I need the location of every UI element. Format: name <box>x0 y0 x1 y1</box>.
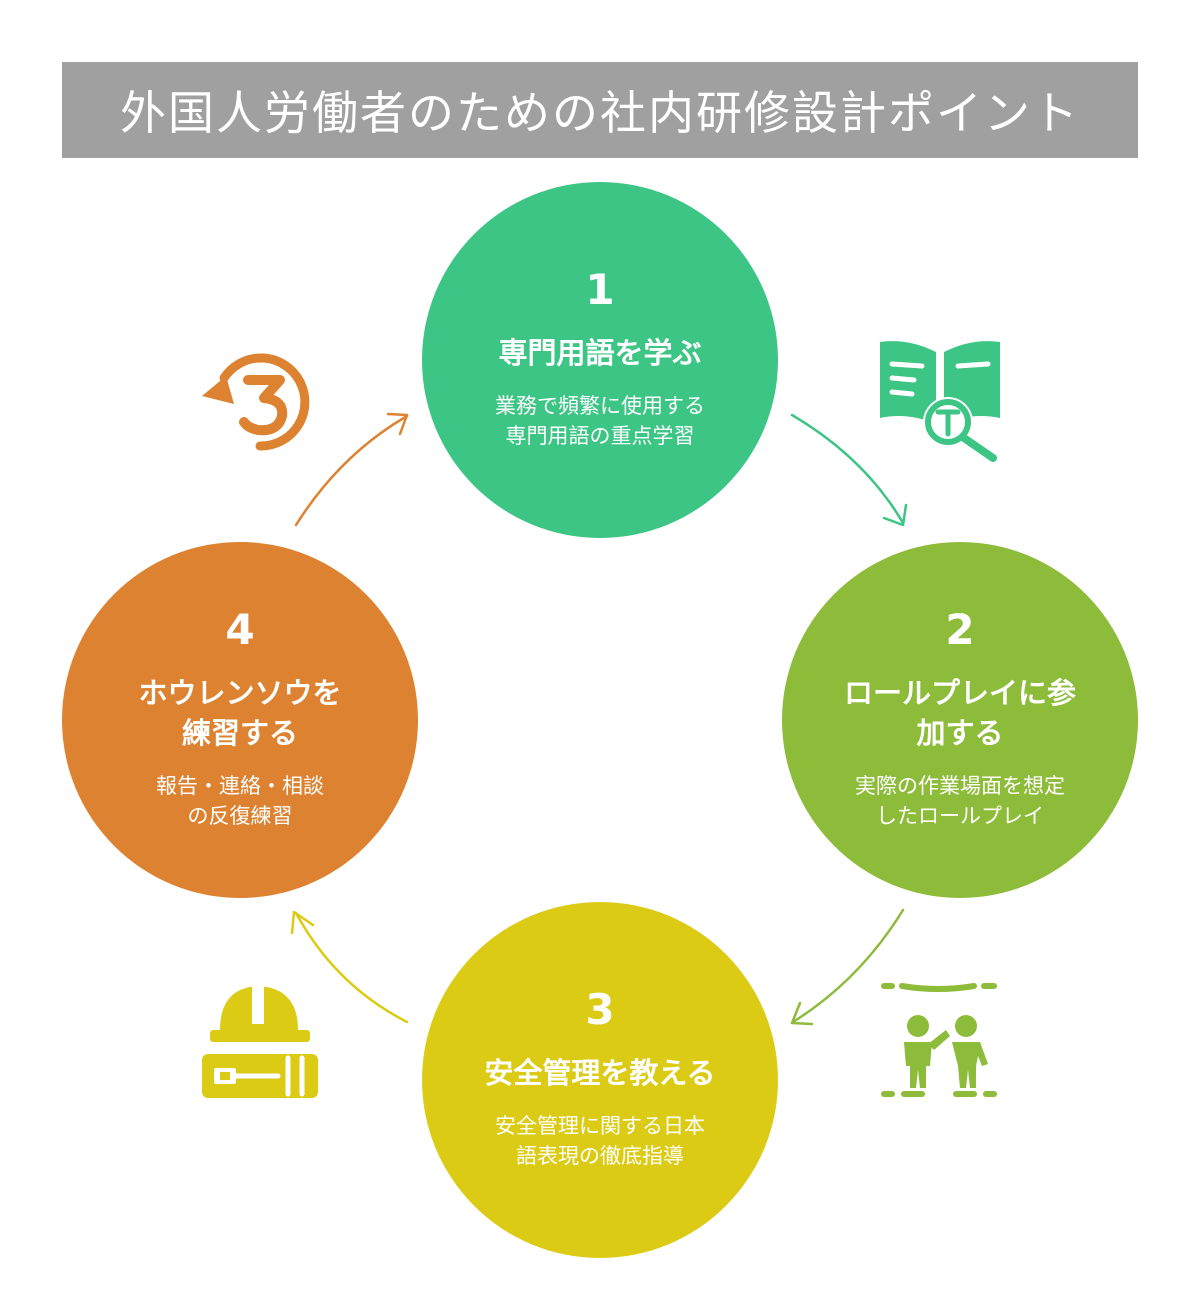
step-heading: 安全管理を教える <box>484 1053 715 1093</box>
arrow-3-to-4 <box>294 911 409 1024</box>
step-number: 2 <box>945 605 975 654</box>
step-description-line: の反復練習 <box>187 804 293 828</box>
people-roleplay-icon <box>881 983 997 1097</box>
step-number: 4 <box>225 605 255 654</box>
step-heading-line: 安全管理を教える <box>484 1056 716 1090</box>
step-description-line: 報告・連絡・相談 <box>156 774 324 798</box>
arrow-4-to-1-head <box>386 412 409 436</box>
step-description-line: したロールプレイ <box>876 804 1044 828</box>
step-description-line: 専門用語の重点学習 <box>505 424 695 448</box>
step-description: 報告・連絡・相談 の反復練習 <box>156 771 324 831</box>
hardhat-books-icon <box>202 986 318 1098</box>
step-heading-line: 練習する <box>181 716 298 750</box>
step-description: 実際の作業場面を想定 したロールプレイ <box>855 771 1065 831</box>
step-heading-line: 加する <box>916 716 1004 750</box>
step-4-circle: 4 ホウレンソウを 練習する 報告・連絡・相談 の反復練習 <box>62 542 418 898</box>
arrow-3-to-4-head <box>290 910 315 935</box>
page-title: 外国人労働者のための社内研修設計ポイント <box>120 86 1080 140</box>
step-description-line: 語表現の徹底指導 <box>516 1144 684 1168</box>
arrow-1-to-2 <box>790 413 905 525</box>
title-banner: 外国人労働者のための社内研修設計ポイント <box>62 62 1138 158</box>
step-heading-line: 専門用語を学ぶ <box>498 336 702 370</box>
step-3-circle: 3 安全管理を教える 安全管理に関する日本 語表現の徹底指導 <box>422 902 778 1258</box>
step-description: 安全管理に関する日本 語表現の徹底指導 <box>495 1111 705 1171</box>
step-heading: ロールプレイに参 加する <box>844 673 1076 753</box>
arrow-2-to-3-head <box>790 1001 814 1026</box>
step-heading-line: ホウレンソウを <box>138 676 342 710</box>
step-description-line: 実際の作業場面を想定 <box>855 774 1065 798</box>
arrow-1-to-2-head <box>882 503 908 527</box>
arrow-4-to-1 <box>294 414 409 527</box>
step-heading: ホウレンソウを 練習する <box>138 673 341 753</box>
step-description-line: 安全管理に関する日本 <box>495 1114 705 1138</box>
step-2-circle: 2 ロールプレイに参 加する 実際の作業場面を想定 したロールプレイ <box>782 542 1138 898</box>
step-heading: 専門用語を学ぶ <box>498 333 701 373</box>
step-description: 業務で頻繁に使用する 専門用語の重点学習 <box>495 391 705 451</box>
repeat-three-icon <box>202 353 310 451</box>
arrow-2-to-3 <box>791 908 905 1024</box>
step-number: 3 <box>585 985 615 1034</box>
step-description-line: 業務で頻繁に使用する <box>495 394 705 418</box>
step-1-circle: 1 専門用語を学ぶ 業務で頻繁に使用する 専門用語の重点学習 <box>422 182 778 538</box>
book-magnifier-icon <box>880 341 1000 462</box>
step-number: 1 <box>585 265 615 314</box>
step-heading-line: ロールプレイに参 <box>843 676 1076 710</box>
